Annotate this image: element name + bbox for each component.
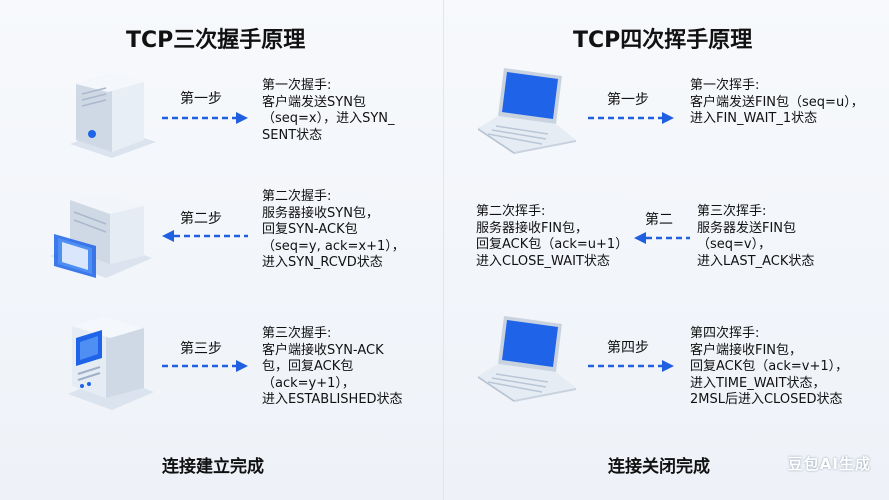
wave-step2-label: 第二 — [645, 212, 673, 228]
step1-label: 第一步 — [180, 91, 222, 107]
server-rack-icon — [50, 194, 152, 278]
wave-step2-arrow-left — [634, 232, 690, 244]
fin-step1-desc: 第一次挥手: 客户端发送FIN包（seq=u）， 进入FIN_WAIT_1状态 — [690, 78, 864, 126]
syn-step3-desc: 第三次握手: 客户端接收SYN-ACK 包，回复ACK包 （ack=y+1）， … — [262, 326, 403, 407]
step2-label: 第二步 — [180, 211, 222, 227]
fin-step3-desc: 第三次挥手: 服务器发送FIN包 （seq=v）， 进入LAST_ACK状态 — [697, 204, 815, 269]
wave-footer: 连接关闭完成 — [608, 457, 710, 477]
syn-step1-desc: 第一次握手: 客户端发送SYN包 （seq=x），进入SYN_ SENT状态 — [262, 78, 395, 143]
laptop-icon — [478, 316, 576, 402]
wave-step4-arrow-right — [588, 360, 674, 372]
step3-arrow-right — [162, 360, 248, 372]
step2-arrow-left — [162, 230, 248, 242]
fin-step4-desc: 第四次挥手: 客户端接收FIN包， 回复ACK包（ack=v+1）， 进入TIM… — [690, 326, 849, 407]
handshake-title: TCP三次握手原理 — [126, 28, 306, 53]
syn-step2-desc: 第二次握手: 服务器接收SYN包， 回复SYN-ACK包 （seq=y, ack… — [262, 189, 405, 270]
wave-step1-label: 第一步 — [607, 92, 649, 108]
server-monitor-icon — [68, 316, 154, 410]
wave-step4-label: 第四步 — [607, 340, 649, 356]
fin-step2-desc: 第二次挥手: 服务器接收FIN包， 回复ACK包（ack=u+1） 进入CLOS… — [476, 204, 629, 269]
step1-arrow-right — [162, 112, 248, 124]
server-tower-icon — [70, 74, 156, 158]
step3-label: 第三步 — [180, 341, 222, 357]
center-divider — [443, 0, 444, 500]
watermark: 豆包AI生成 — [787, 455, 871, 473]
laptop-icon — [478, 68, 576, 154]
wave-title: TCP四次挥手原理 — [573, 28, 753, 53]
wave-step1-arrow-right — [588, 112, 674, 124]
handshake-footer: 连接建立完成 — [162, 457, 264, 477]
